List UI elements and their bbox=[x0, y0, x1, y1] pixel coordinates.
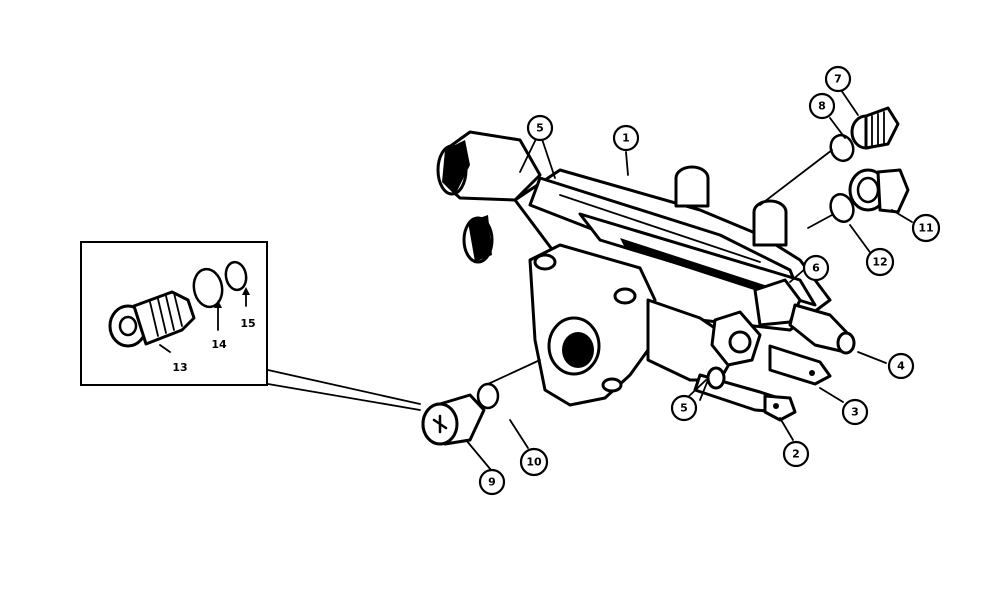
fitting-part-13 bbox=[108, 290, 196, 348]
label-13: 13 bbox=[172, 361, 187, 374]
leader-lines bbox=[465, 89, 913, 471]
o-ring-part-8 bbox=[829, 133, 855, 163]
plug-part-7 bbox=[850, 106, 900, 150]
leader-line bbox=[759, 149, 833, 206]
callout-2: 2 bbox=[782, 440, 810, 468]
callout-5-bottom: 5 bbox=[670, 394, 698, 422]
inset-pointer bbox=[267, 369, 421, 405]
inset-pointer bbox=[267, 383, 421, 411]
plug-part-11 bbox=[848, 168, 910, 214]
svg-text:6: 6 bbox=[812, 262, 820, 275]
svg-text:10: 10 bbox=[526, 456, 542, 469]
leader-line bbox=[487, 359, 541, 385]
svg-text:8: 8 bbox=[818, 100, 826, 113]
plug-part-9 bbox=[421, 393, 486, 446]
svg-text:12: 12 bbox=[872, 256, 887, 269]
callout-3: 3 bbox=[841, 398, 869, 426]
svg-text:5: 5 bbox=[536, 122, 544, 135]
svg-text:4: 4 bbox=[897, 360, 905, 373]
svg-text:7: 7 bbox=[834, 73, 842, 86]
callout-7: 7 bbox=[824, 65, 852, 93]
label-15: 15 bbox=[240, 317, 255, 330]
callout-8: 8 bbox=[808, 92, 836, 120]
o-ring-part-12 bbox=[829, 193, 855, 223]
callout-4: 4 bbox=[887, 352, 915, 380]
svg-text:9: 9 bbox=[488, 476, 496, 489]
valve-body bbox=[436, 130, 856, 422]
callout-1: 1 bbox=[612, 124, 640, 152]
o-ring-part-14 bbox=[192, 267, 224, 309]
o-ring-part-15 bbox=[224, 260, 248, 292]
inset-box: 13 14 15 bbox=[80, 241, 268, 386]
callout-6: 6 bbox=[802, 254, 830, 282]
callout-5-top: 5 bbox=[526, 114, 554, 142]
svg-text:5: 5 bbox=[680, 402, 688, 415]
leader-13 bbox=[159, 344, 171, 353]
svg-text:2: 2 bbox=[792, 448, 800, 461]
leader-line bbox=[807, 214, 833, 229]
o-ring-part-10 bbox=[476, 382, 500, 410]
svg-text:1: 1 bbox=[622, 132, 630, 145]
svg-text:3: 3 bbox=[851, 406, 859, 419]
callout-10: 10 bbox=[519, 447, 549, 477]
svg-text:11: 11 bbox=[918, 222, 933, 235]
callout-9: 9 bbox=[478, 468, 506, 496]
label-14: 14 bbox=[211, 338, 227, 351]
callout-12: 12 bbox=[865, 247, 895, 277]
callout-11: 11 bbox=[911, 213, 941, 243]
